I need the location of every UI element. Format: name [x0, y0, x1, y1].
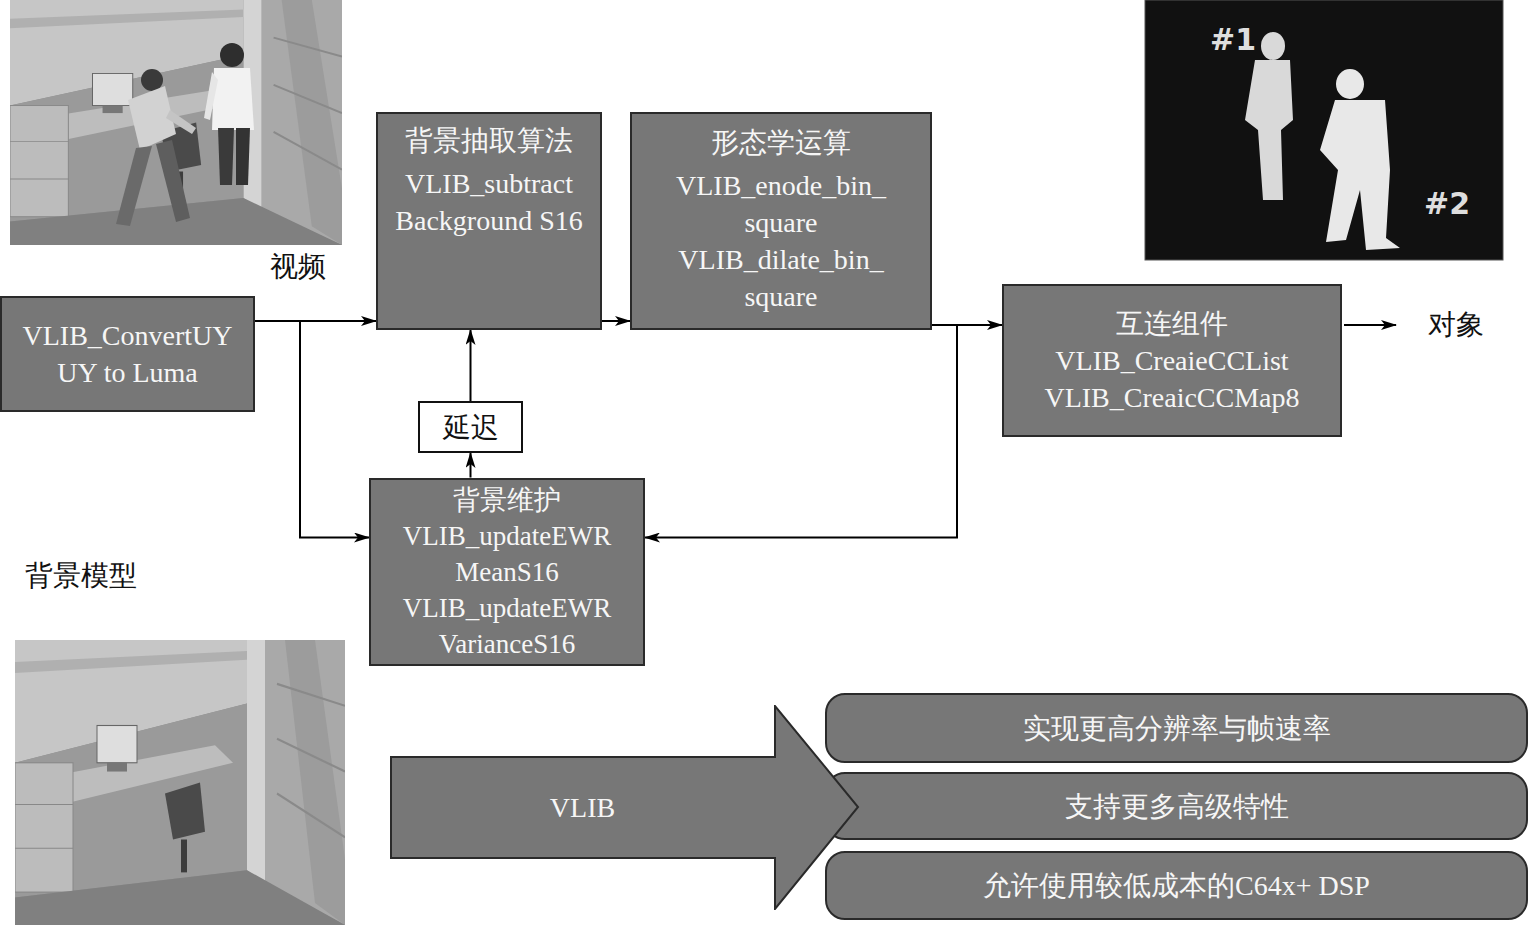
process-box: VLIB_ConvertUY UY to Luma [0, 296, 255, 412]
box-text: VLIB_ConvertUY UY to Luma [20, 317, 235, 391]
arrow-text-holder: VLIB [390, 757, 775, 858]
caption-label: 视频 [270, 249, 326, 285]
box-heading: 背景维护 [453, 482, 561, 518]
box-text: VLIB_CreaicCCMap8 [1044, 379, 1299, 416]
block-arrow: VLIB [390, 705, 860, 910]
flow-arrow [255, 320, 376, 322]
callout-number: #2 [1424, 186, 1470, 222]
box-text: VLIB_dilate_bin_ square [661, 241, 901, 315]
caption-label: 背景模型 [25, 558, 137, 594]
flow-arrow [602, 320, 630, 322]
process-box: 背景维护VLIB_updateEWR MeanS16VLIB_updateEWR… [369, 478, 645, 666]
benefit-box: 支持更多高级特性 [825, 772, 1528, 840]
box-text: 支持更多高级特性 [1065, 788, 1289, 825]
delay-box: 延迟 [418, 401, 523, 453]
arrow-shape [390, 705, 860, 910]
box-text: 实现更高分辨率与帧速率 [1023, 710, 1331, 747]
benefit-box: 允许使用较低成本的C64x+ DSP [825, 851, 1528, 920]
box-text: VLIB_updateEWR MeanS16 [377, 518, 637, 590]
box-heading: 背景抽取算法 [405, 122, 573, 159]
flow-arrow [470, 330, 472, 401]
callout-number: #1 [1210, 22, 1256, 58]
box-heading: 形态学运算 [711, 124, 851, 161]
box-text: VLIB_subtract Background S16 [384, 165, 594, 239]
box-text: 延迟 [443, 409, 499, 446]
process-box: 形态学运算 VLIB_enode_bin_ squareVLIB_dilate_b… [630, 112, 932, 330]
box-text: VLIB_enode_bin_ square [661, 167, 901, 241]
box-text: 允许使用较低成本的C64x+ DSP [983, 867, 1370, 904]
box-text: VLIB_updateEWR VarianceS16 [377, 590, 637, 662]
flow-arrow [470, 453, 472, 478]
benefit-box: 实现更高分辨率与帧速率 [825, 693, 1528, 763]
arrow-label: VLIB [550, 789, 615, 826]
flow-arrow [645, 325, 957, 538]
box-text: VLIB_CreaieCCList [1055, 342, 1288, 379]
flow-arrow [255, 321, 369, 538]
process-box: 互连组件VLIB_CreaieCCListVLIB_CreaicCCMap8 [1002, 284, 1342, 437]
flow-arrow [932, 324, 1002, 326]
process-box: 背景抽取算法 VLIB_subtract Background S16 [376, 112, 602, 330]
output-label: 对象 [1428, 307, 1484, 343]
box-heading: 互连组件 [1116, 305, 1228, 342]
